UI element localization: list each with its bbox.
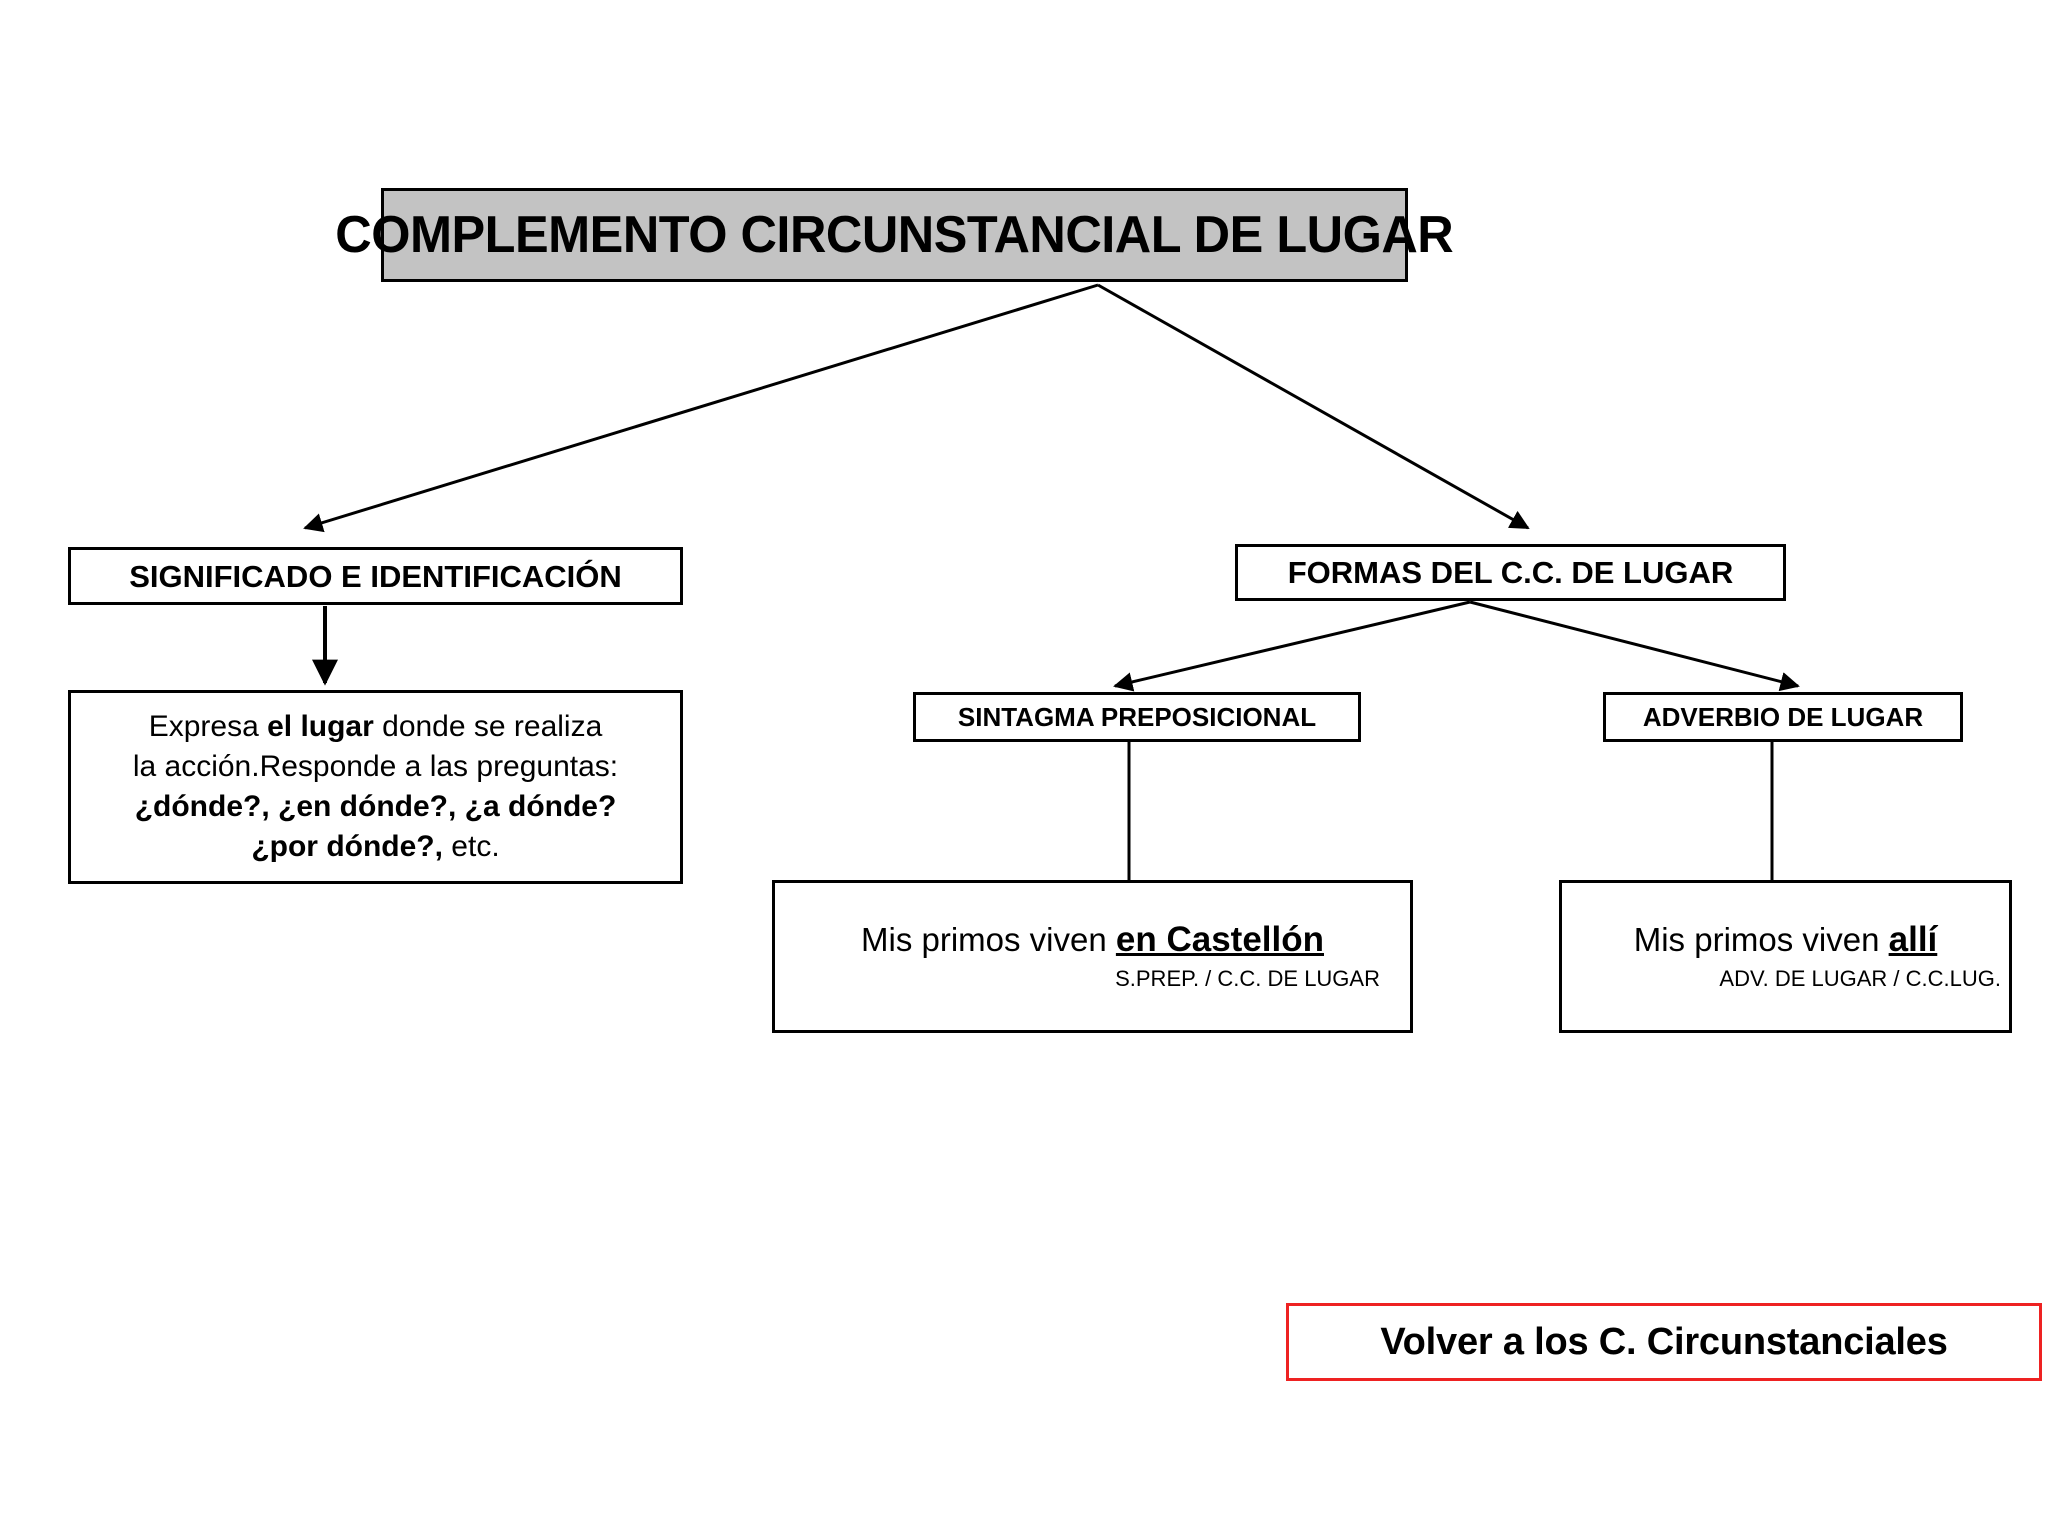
description-line-1-emphasis: el lugar <box>267 710 374 744</box>
edge-formas-to-adverbio <box>1469 600 1800 692</box>
node-adverbio-label: ADVERBIO DE LUGAR <box>1642 702 1924 732</box>
example-1-highlight: en Castellón <box>1115 920 1324 960</box>
example-1-analysis: S.PREP. / C.C. DE LUGAR <box>1115 966 1380 992</box>
node-sintagma-preposicional[interactable]: SINTAGMA PREPOSICIONAL <box>913 692 1361 742</box>
description-line-1: Expresa el lugar donde se realiza <box>149 707 603 747</box>
node-significado-identificacion[interactable]: SIGNIFICADO E IDENTIFICACIÓN <box>68 547 683 605</box>
node-example-prepositional: Mis primos viven en Castellón S.PREP. / … <box>772 880 1413 1033</box>
title-box: COMPLEMENTO CIRCUNSTANCIAL DE LUGAR <box>336 188 1454 282</box>
edge-title-to-significado <box>303 283 1099 533</box>
example-2-prefix: Mis primos viven <box>1633 921 1889 959</box>
description-line-4-emphasis: ¿por dónde?, <box>251 829 443 863</box>
description-line-4-suffix: etc. <box>442 829 500 863</box>
node-description: Expresa el lugar donde se realiza la acc… <box>68 690 683 884</box>
description-line-2: la acción.Responde a las preguntas: <box>132 750 619 784</box>
description-line-4: ¿por dónde?, etc. <box>251 827 499 867</box>
example-2-sentence: Mis primos viven allí <box>1562 920 2009 960</box>
node-significado-label: SIGNIFICADO E IDENTIFICACIÓN <box>129 558 622 594</box>
node-formas-label: FORMAS DEL C.C. DE LUGAR <box>1287 555 1734 590</box>
example-1-prefix: Mis primos viven <box>861 921 1116 959</box>
description-line-1-prefix: Expresa <box>148 710 268 744</box>
example-2-analysis: ADV. DE LUGAR / C.C.LUG. <box>1719 966 2001 992</box>
description-line-1-suffix: donde se realiza <box>373 710 603 744</box>
back-button-label: Volver a los C. Circunstanciales <box>1380 1321 1948 1363</box>
node-formas-cc-lugar[interactable]: FORMAS DEL C.C. DE LUGAR <box>1235 544 1786 601</box>
edge-formas-to-sintagma <box>1113 600 1471 692</box>
description-line-3: ¿dónde?, ¿en dónde?, ¿a dónde? <box>134 790 617 823</box>
back-to-circunstanciales-button[interactable]: Volver a los C. Circunstanciales <box>1286 1303 2042 1381</box>
page-title: COMPLEMENTO CIRCUNSTANCIAL DE LUGAR <box>335 206 1454 264</box>
node-example-adverb: Mis primos viven allí ADV. DE LUGAR / C.… <box>1559 880 2012 1033</box>
node-sintagma-label: SINTAGMA PREPOSICIONAL <box>957 702 1317 732</box>
edge-title-to-formas <box>1097 283 1530 530</box>
node-adverbio-de-lugar[interactable]: ADVERBIO DE LUGAR <box>1603 692 1963 742</box>
example-2-highlight: allí <box>1888 920 1938 960</box>
example-1-sentence: Mis primos viven en Castellón <box>775 920 1410 960</box>
